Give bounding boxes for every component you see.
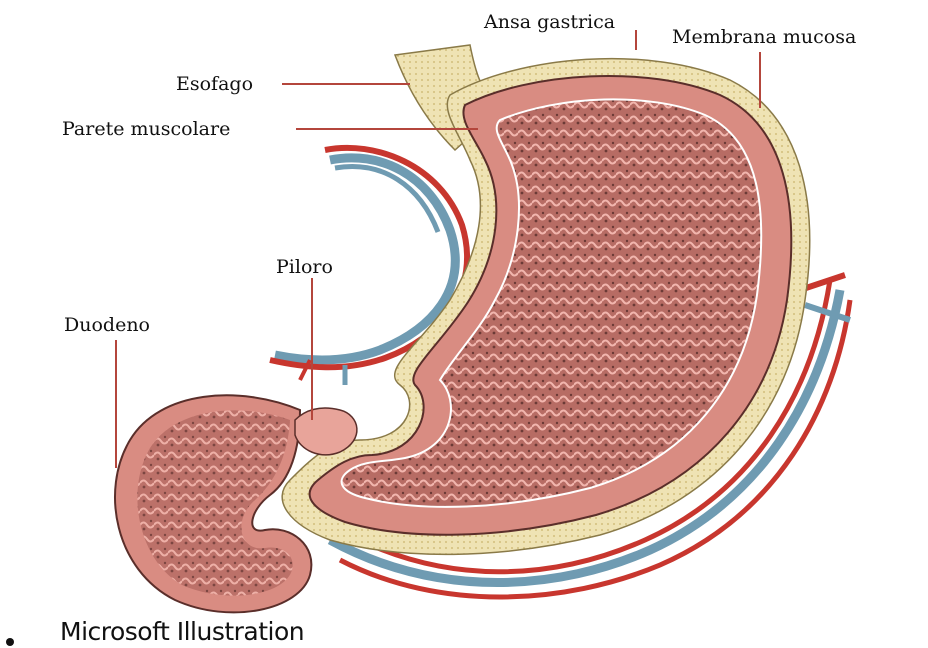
label-esofago: Esofago <box>176 73 253 95</box>
bullet-dot <box>6 638 14 646</box>
label-duodeno: Duodeno <box>64 314 150 336</box>
image-credit: Microsoft Illustration <box>60 617 304 646</box>
label-parete-muscolare: Parete muscolare <box>62 118 230 140</box>
label-ansa-gastrica: Ansa gastrica <box>483 11 615 33</box>
label-membrana-mucosa: Membrana mucosa <box>672 26 856 48</box>
pylorus <box>295 408 357 455</box>
label-piloro: Piloro <box>276 256 333 278</box>
